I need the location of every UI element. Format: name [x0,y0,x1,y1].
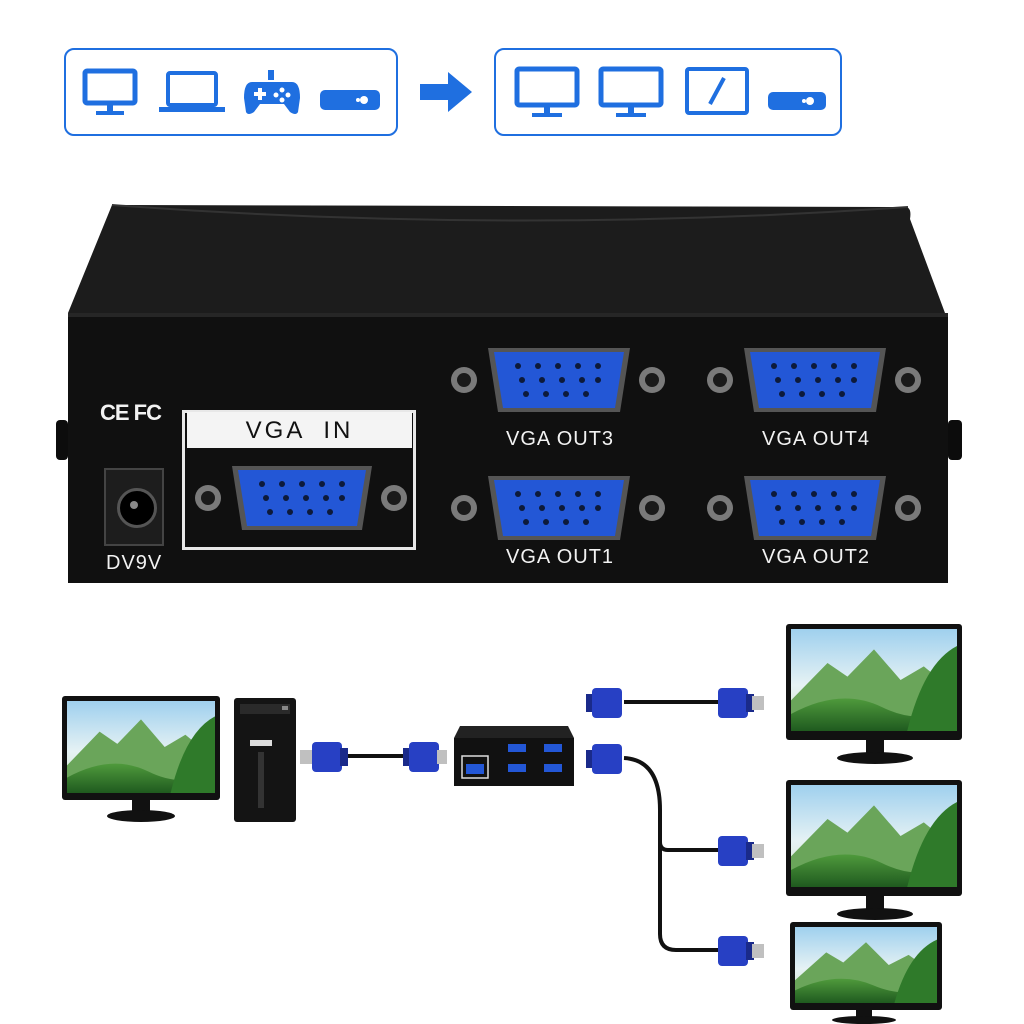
right-arrow-icon [420,72,472,112]
source-monitor [62,696,220,822]
monitor-icon [598,66,664,117]
laptop-icon [159,71,225,112]
vga-plug-source [300,742,348,772]
vga-plug-monitor-2 [718,836,764,866]
vga-in-label: VGA IN [187,412,412,448]
projector-screen-icon [685,67,749,115]
vga-out2-label: VGA OUT2 [762,546,871,568]
output-devices-panel [494,48,842,136]
gamepad-icon [244,70,300,114]
vga-out4-port[interactable] [704,340,926,420]
output-monitor-1 [786,624,962,764]
output-monitor-3 [790,922,942,1024]
vga-out3-label: VGA OUT3 [506,428,615,450]
vga-plug-monitor-1 [718,688,764,718]
certification-mark: CE FC [100,400,162,425]
vga-out4-label: VGA OUT4 [762,428,871,450]
mini-splitter [454,726,574,786]
vga-out2-port[interactable] [704,468,926,548]
media-player-icon [768,92,826,110]
vga-out1-port[interactable] [448,468,670,548]
pc-tower [234,698,296,822]
vga-plug-out-b [586,744,622,774]
dc-power-jack [104,468,164,546]
media-player-icon [320,90,380,110]
vga-out1-label: VGA OUT1 [506,546,615,568]
monitor-icon [514,66,580,117]
output-monitor-2 [786,780,962,920]
connection-diagram [62,624,962,1024]
monitor-icon [82,68,138,115]
vga-plug-monitor-3 [718,936,764,966]
vga-in-port[interactable] [192,458,412,538]
vga-in-frame [182,410,416,550]
vga-out3-port[interactable] [448,340,670,420]
power-label: DV9V [106,552,163,574]
vga-plug-out-a [586,688,622,718]
source-devices-panel [64,48,398,136]
vga-plug-splitter-in [403,742,447,772]
